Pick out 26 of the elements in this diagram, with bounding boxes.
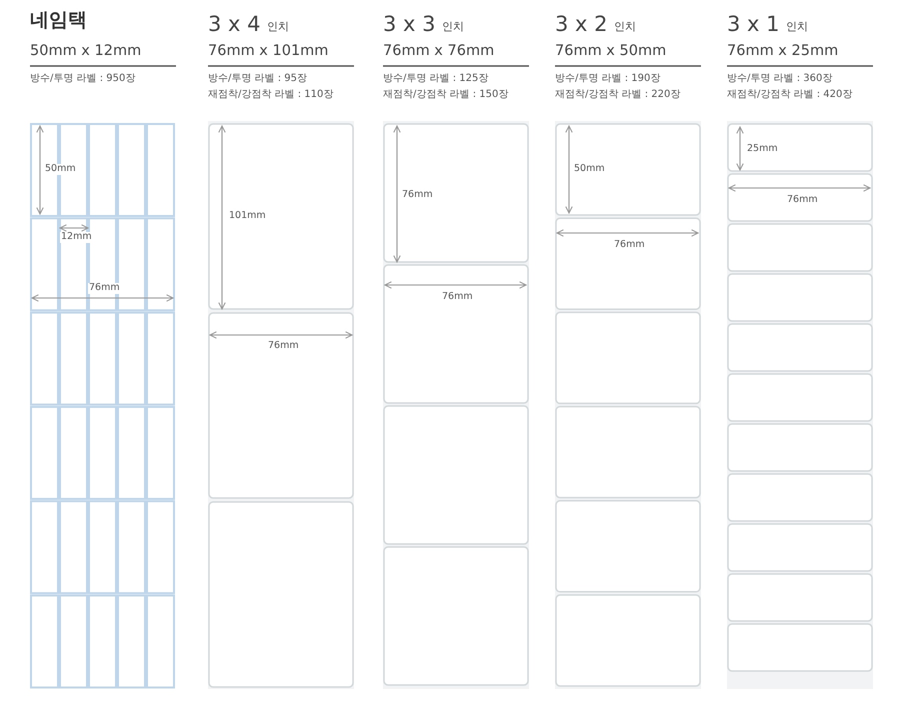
unit-text: 인치	[786, 21, 808, 34]
heading: 3 x 3	[383, 12, 436, 36]
heading: 3 x 1	[727, 12, 780, 36]
heading: 네임택	[30, 10, 87, 32]
dimension-label: 12mm	[60, 232, 93, 243]
unit-text: 인치	[267, 21, 289, 34]
unit-text: 인치	[442, 21, 464, 34]
size-text: 76mm x 25mm	[727, 43, 838, 60]
quantity-text: 재점착/강점착 라벨 : 220장	[555, 89, 680, 100]
dimension-label: 50mm	[44, 164, 77, 175]
dimension-label: 76mm	[88, 283, 121, 294]
size-text: 76mm x 76mm	[383, 43, 494, 60]
quantity-text: 방수/투명 라벨 : 360장	[727, 73, 832, 84]
heading: 3 x 2	[555, 12, 608, 36]
quantity-text: 방수/투명 라벨 : 95장	[208, 73, 307, 84]
quantity-text: 방수/투명 라벨 : 190장	[555, 73, 660, 84]
quantity-text: 재점착/강점착 라벨 : 420장	[727, 89, 852, 100]
size-text: 76mm x 101mm	[208, 43, 328, 60]
quantity-text: 재점착/강점착 라벨 : 150장	[383, 89, 508, 100]
unit-text: 인치	[614, 21, 636, 34]
quantity-text: 재점착/강점착 라벨 : 110장	[208, 89, 334, 100]
heading: 3 x 4	[208, 12, 260, 36]
size-text: 50mm x 12mm	[30, 43, 142, 60]
quantity-text: 방수/투명 라벨 : 125장	[383, 73, 488, 84]
size-text: 76mm x 50mm	[555, 43, 666, 60]
quantity-text: 방수/투명 라벨 : 950장	[30, 73, 136, 84]
